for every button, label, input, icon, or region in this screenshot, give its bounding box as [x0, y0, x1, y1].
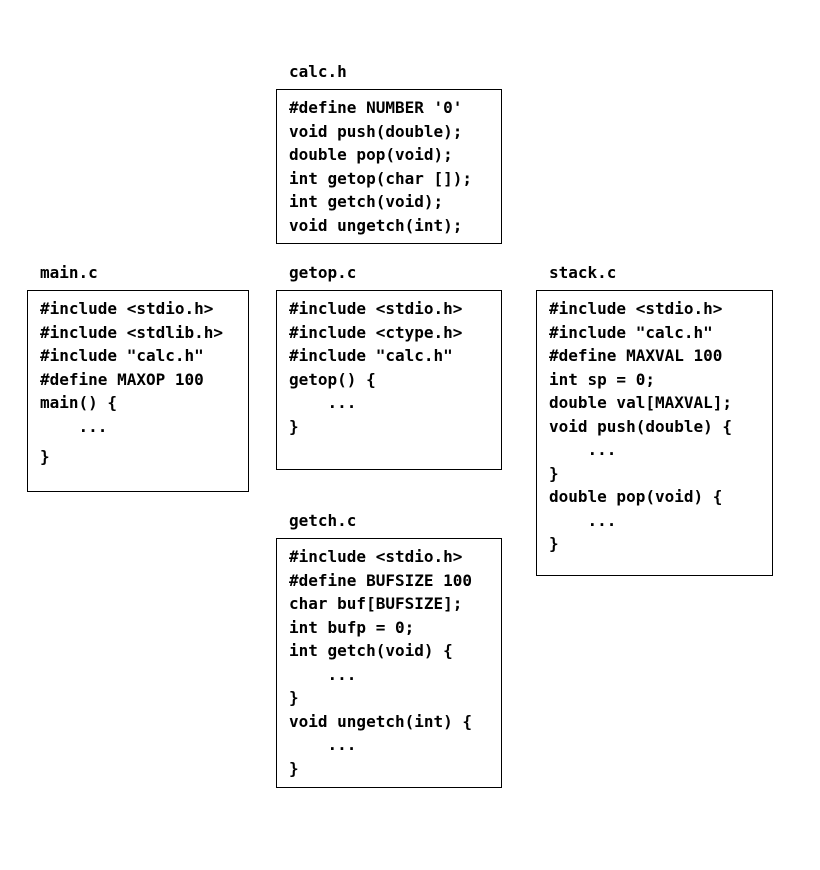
- code-line: #include "calc.h": [289, 346, 453, 365]
- code-line: ...: [549, 510, 617, 530]
- code-line: }: [549, 463, 559, 483]
- code-line: ...: [289, 393, 357, 412]
- code-line: #define MAXVAL 100: [549, 346, 723, 365]
- code-box: #include <stdio.h> #include "calc.h" #de…: [536, 290, 773, 576]
- code-line: char buf[BUFSIZE];: [289, 594, 463, 613]
- code-line: main() {: [40, 393, 118, 412]
- code-line: #include "calc.h": [40, 346, 204, 365]
- code-line: int getop(char []);: [289, 168, 473, 188]
- code-line: getop() {: [289, 369, 376, 389]
- code-line: int sp = 0;: [549, 369, 655, 389]
- code-line: int bufp = 0;: [289, 617, 415, 637]
- code-line: #include <stdio.h>: [40, 299, 214, 318]
- code-line: }: [549, 534, 559, 553]
- file-title: main.c: [40, 263, 98, 282]
- code-line: #include <stdio.h>: [549, 299, 723, 318]
- code-line: #include <stdio.h>: [289, 299, 463, 318]
- code-line: void ungetch(int) {: [289, 711, 473, 731]
- code-line: double pop(void);: [289, 145, 453, 164]
- code-line: #include "calc.h": [549, 322, 713, 342]
- code-line: void ungetch(int);: [289, 215, 463, 235]
- code-line: #define BUFSIZE 100: [289, 570, 473, 590]
- code-box: #include <stdio.h> #define BUFSIZE 100 c…: [276, 538, 502, 788]
- code-line: int getch(void);: [289, 192, 444, 211]
- code-line: ...: [289, 664, 357, 684]
- code-line: ...: [549, 440, 617, 459]
- code-line: }: [289, 688, 299, 707]
- code-line: #include <ctype.h>: [289, 322, 463, 342]
- code-line: void push(double);: [289, 121, 463, 141]
- code-box: #include <stdio.h> #include <ctype.h> #i…: [276, 290, 502, 470]
- code-line: }: [40, 447, 50, 466]
- code-line: #define NUMBER '0': [289, 98, 463, 117]
- code-line: ...: [289, 735, 357, 754]
- code-box: #include <stdio.h> #include <stdlib.h> #…: [27, 290, 249, 492]
- code-line: ...: [40, 416, 108, 436]
- code-line: void push(double) {: [549, 416, 733, 436]
- code-line: #include <stdio.h>: [289, 547, 463, 566]
- file-title: getop.c: [289, 263, 357, 282]
- code-line: double pop(void) {: [549, 487, 723, 506]
- code-line: }: [289, 758, 299, 778]
- file-title: getch.c: [289, 511, 357, 530]
- code-line: double val[MAXVAL];: [549, 393, 733, 412]
- code-line: }: [289, 416, 299, 436]
- code-box: #define NUMBER '0' void push(double); do…: [276, 89, 502, 244]
- code-line: #include <stdlib.h>: [40, 322, 224, 342]
- code-line: int getch(void) {: [289, 641, 453, 660]
- code-line: #define MAXOP 100: [40, 369, 204, 389]
- file-title: stack.c: [549, 263, 617, 282]
- file-title: calc.h: [289, 62, 347, 81]
